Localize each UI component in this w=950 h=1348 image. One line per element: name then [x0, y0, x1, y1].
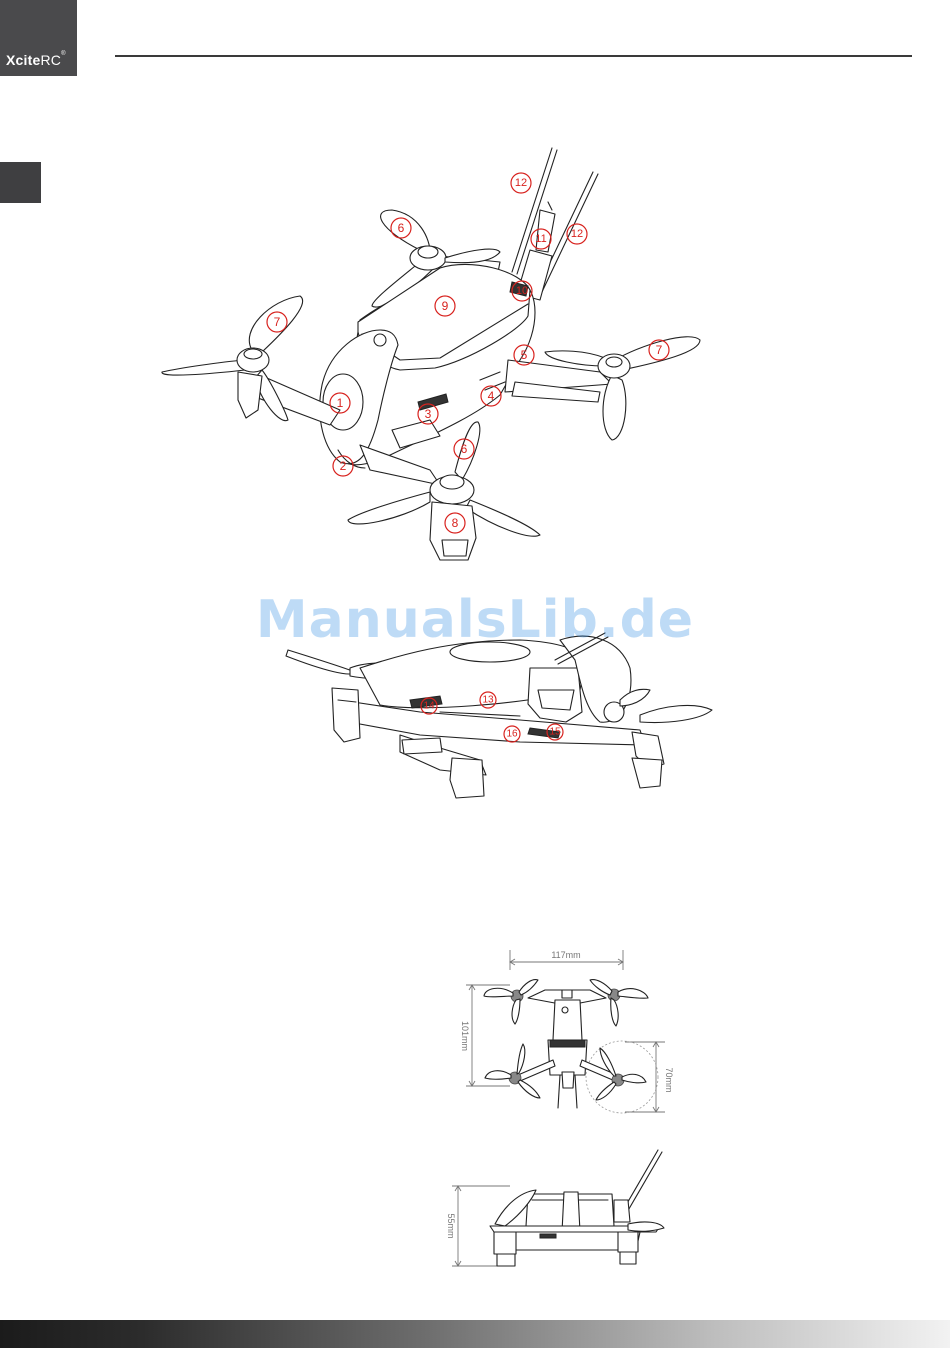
callout-12-left: 12: [511, 173, 531, 193]
svg-text:13: 13: [482, 695, 494, 706]
svg-text:5: 5: [521, 348, 528, 362]
side-view-height-diagram: 55mm: [445, 1145, 670, 1270]
svg-text:12: 12: [515, 177, 527, 189]
top-view-dimension-diagram: 117mm 101mm 70mm: [455, 945, 675, 1120]
dim-prop-label: 70mm: [664, 1067, 674, 1092]
side-tab: [0, 162, 41, 203]
svg-text:7: 7: [656, 343, 663, 357]
svg-text:6: 6: [398, 221, 405, 235]
prop-front-right: [590, 980, 648, 1026]
brand-logo-text: XciteRC®: [6, 52, 66, 68]
callout-12-right: 12: [567, 224, 587, 244]
svg-text:11: 11: [535, 233, 546, 245]
prop-front-left: [484, 980, 538, 1024]
svg-text:8: 8: [452, 516, 459, 530]
svg-text:6: 6: [461, 442, 468, 456]
drone-underside-illustration: 13 14 15 16: [280, 625, 720, 805]
brand-mark: ®: [61, 51, 66, 57]
dim-length-label: 101mm: [460, 1021, 470, 1051]
svg-text:10: 10: [516, 285, 528, 297]
header-rule: [115, 55, 912, 57]
footer-gradient-bar: [0, 1320, 950, 1348]
brand-regular: RC: [40, 52, 61, 68]
callout-2: 2: [333, 456, 353, 476]
brand-bold: Xcite: [6, 52, 40, 68]
dim-height-label: 55mm: [446, 1213, 456, 1238]
svg-text:7: 7: [274, 315, 281, 329]
svg-text:2: 2: [340, 459, 347, 473]
svg-text:12: 12: [571, 228, 583, 240]
svg-text:14: 14: [423, 701, 435, 712]
svg-text:1: 1: [337, 396, 344, 410]
svg-text:15: 15: [549, 727, 561, 738]
watermark: ManualsLib.de: [0, 590, 950, 650]
drone-perspective-illustration: 1 2 3 4 5 6 6 7 7 8 9 10 11 12 12: [150, 140, 720, 580]
dim-width-label: 117mm: [551, 950, 580, 960]
svg-text:4: 4: [488, 389, 495, 403]
svg-text:3: 3: [425, 407, 432, 421]
brand-logo: XciteRC®: [0, 0, 77, 76]
svg-text:16: 16: [506, 729, 518, 740]
svg-text:9: 9: [442, 299, 449, 313]
